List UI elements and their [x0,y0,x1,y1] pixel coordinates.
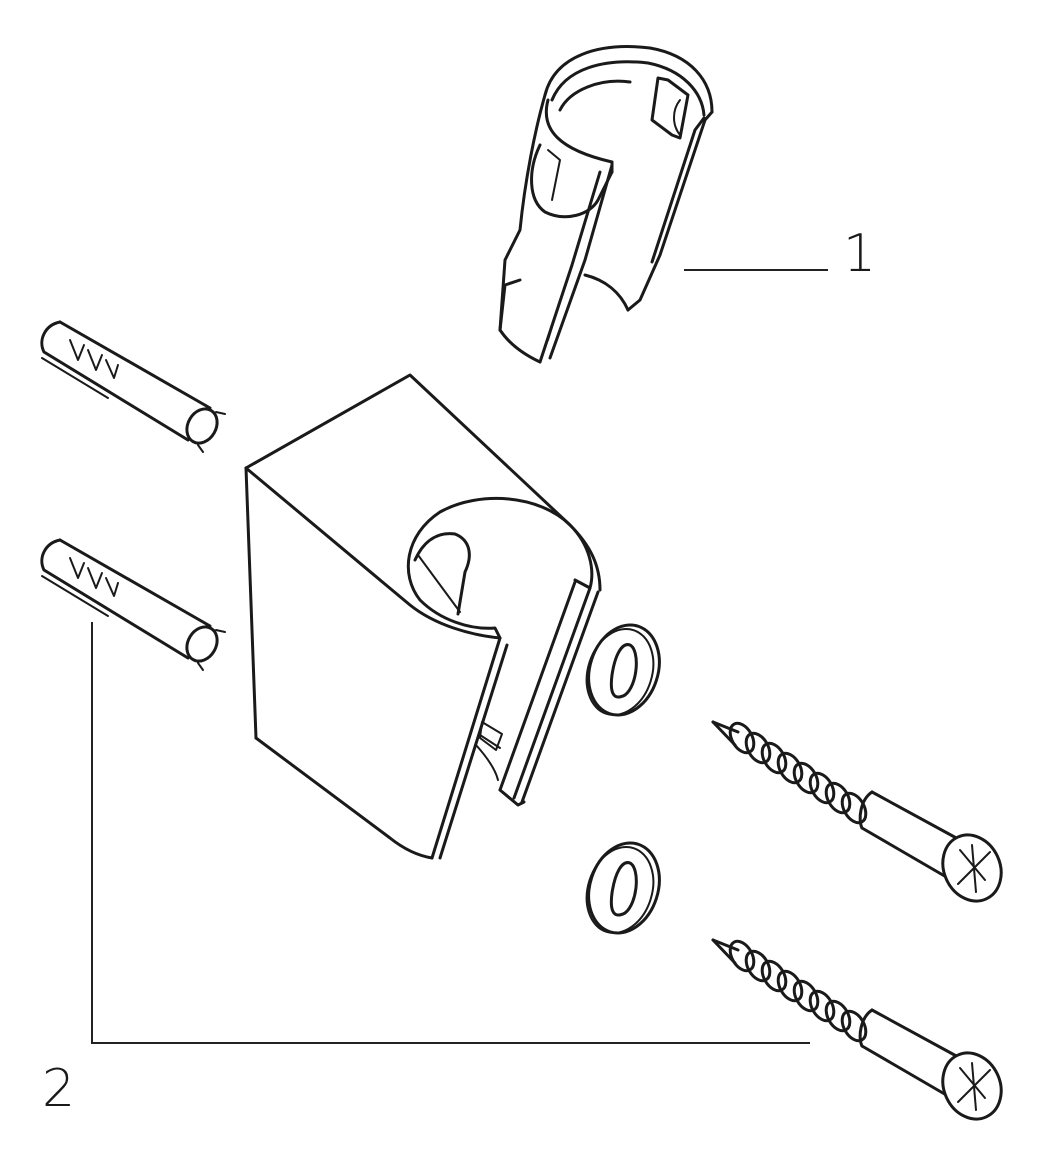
callout-label-2: 2 [42,1059,76,1119]
wood-screw-icon [711,720,1003,903]
oval-washer-icon [585,623,661,717]
shower-holder-bracket-icon [244,373,602,860]
wall-anchor-icon [40,320,226,453]
oval-washer-icon [585,841,661,935]
callout-2-leader [91,622,810,1044]
shower-holder-clip-icon [498,45,714,364]
wall-anchor-icon [40,538,226,671]
wood-screw-icon [711,938,1003,1121]
callout-label-1: 1 [843,224,877,284]
